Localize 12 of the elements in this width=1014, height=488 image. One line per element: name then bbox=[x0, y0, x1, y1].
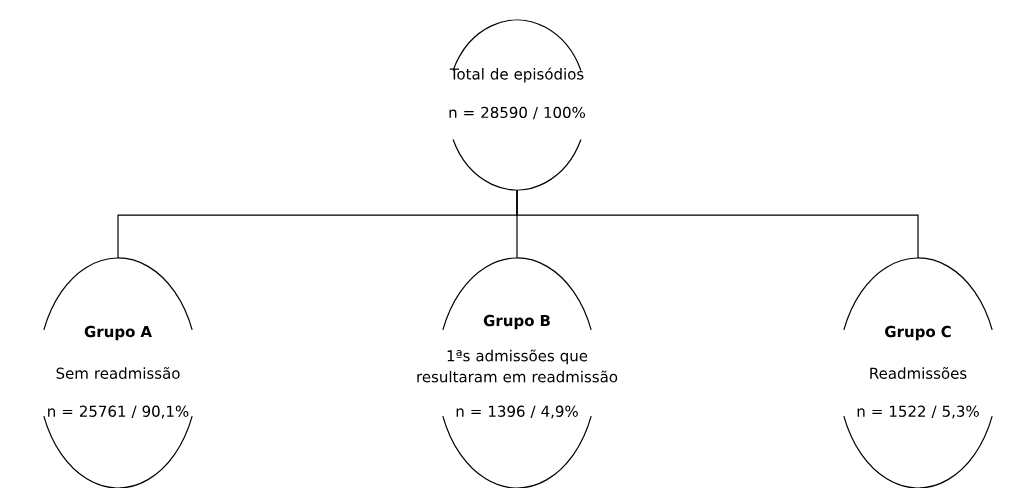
node-text: Total de episódios bbox=[449, 67, 584, 83]
group-heading: Grupo B bbox=[483, 314, 550, 330]
count-text: n = 25761 / 90,1% bbox=[48, 405, 189, 419]
group-heading: Grupo C bbox=[885, 325, 951, 341]
count-text: n = 1396 / 4,9% bbox=[456, 405, 578, 419]
node-text: Readmissões bbox=[870, 367, 967, 379]
count-text: n = 28590 / 100% bbox=[449, 106, 585, 120]
connector-line bbox=[516, 189, 919, 259]
count-text: n = 1522 / 5,3% bbox=[857, 405, 979, 419]
group-heading: Grupo A bbox=[84, 325, 152, 341]
node-text: Sem readmissão bbox=[56, 367, 180, 379]
node-text: 1ªs admissões que resultaram em readmissão bbox=[417, 349, 618, 383]
